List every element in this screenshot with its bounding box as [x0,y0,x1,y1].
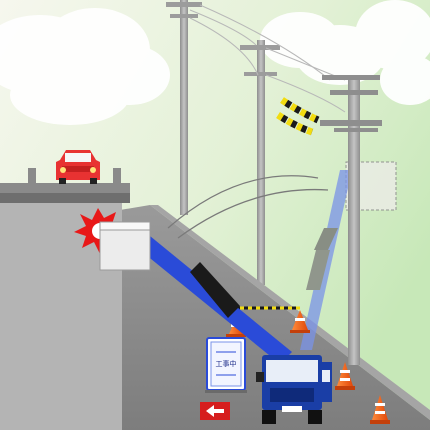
construction-sign-icon: 工事中 [205,337,247,393]
boom-ghost [300,170,352,350]
sign-text: 工事中 [216,359,237,368]
wire-guards [276,97,320,136]
traffic-cone-icon [335,362,355,390]
truck [256,355,332,424]
overpass [0,168,130,430]
swing-lines [167,175,329,239]
traffic-cone-icon [290,310,310,333]
road-edge [150,205,430,420]
utility-pole [320,75,382,365]
boom-arm [140,236,292,364]
red-car [56,150,100,184]
traffic-cone-icon [370,395,390,424]
aerial-bucket [99,221,151,271]
background-poles [166,0,346,285]
left-arrow-sign-icon [200,402,230,420]
road [120,205,430,430]
